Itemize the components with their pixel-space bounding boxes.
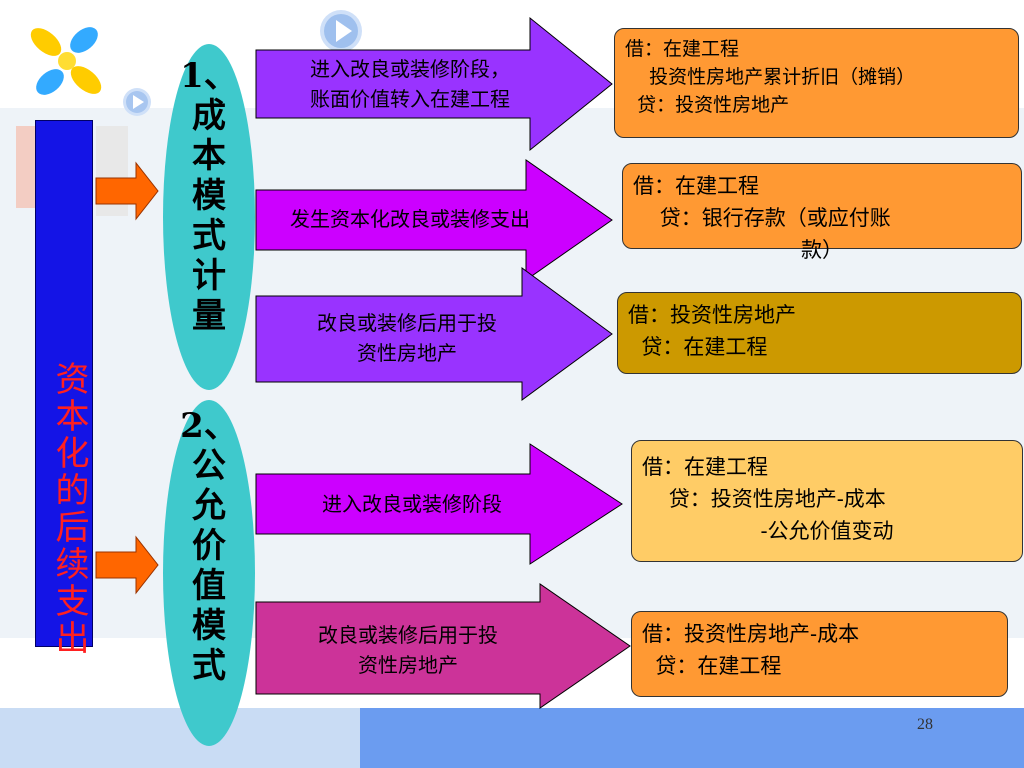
journal-entry-box: 借：在建工程 贷：投资性房地产-成本 -公允价值变动 [631,440,1023,562]
left-title-bar: 资本化的后续支出 [35,120,93,657]
entry-line: -公允价值变动 [760,519,894,543]
arrow-label: 进入改良或装修阶段 [322,492,502,516]
footer-band-left [0,708,360,768]
journal-entry-box: 借：投资性房地产-成本 贷：在建工程 [631,611,1008,697]
entry-line: 投资性房地产累计折旧（摊销） [625,66,916,88]
connector-arrow [95,535,159,595]
entry-line: 借：投资性房地产 [628,303,796,327]
connector-arrow [95,161,159,221]
arrow-label: 发生资本化改良或装修支出 [290,207,530,231]
arrow-label: 改良或装修后用于投 资性房地产 [317,311,497,365]
method-oval-cost: 1、 成 本 模 式 计 量 [163,44,255,390]
entry-line: 贷：在建工程 [642,654,782,678]
method-oval-fair-value: 2、 公 允 价 值 模 式 [163,400,255,746]
journal-entry-box: 借：投资性房地产 贷：在建工程 [617,292,1022,374]
left-title-text: 资本化的后续支出 [49,361,89,657]
method-title: 2、 公 允 价 值 模 式 [180,406,238,686]
entry-line: 款） [801,238,843,262]
entry-line: 借：在建工程 [633,174,759,198]
journal-entry-box: 借：在建工程 投资性房地产累计折旧（摊销） 贷：投资性房地产 [614,28,1019,138]
flower-logo-icon [30,27,102,95]
journal-entry-box: 借：在建工程 贷：银行存款（或应付账 款） [622,163,1022,262]
method-title: 1、 成 本 模 式 计 量 [180,56,238,336]
page-number: 28 [917,716,933,733]
footer-band-right [360,708,1024,768]
entry-line: 贷：投资性房地产 [625,94,790,116]
entry-line: 借：在建工程 [642,455,768,479]
entry-line: 贷：银行存款（或应付账 [633,206,891,230]
arrow-label: 进入改良或装修阶段， 账面价值转入在建工程 [310,57,510,111]
play-icon[interactable] [120,86,154,118]
entry-line: 借：在建工程 [625,38,740,60]
entry-line: 贷：在建工程 [628,335,768,359]
entry-line: 贷：投资性房地产-成本 [642,487,886,511]
entry-line: 借：投资性房地产-成本 [642,622,860,646]
arrow-label: 改良或装修后用于投 资性房地产 [318,623,498,677]
play-icon[interactable] [316,8,366,54]
